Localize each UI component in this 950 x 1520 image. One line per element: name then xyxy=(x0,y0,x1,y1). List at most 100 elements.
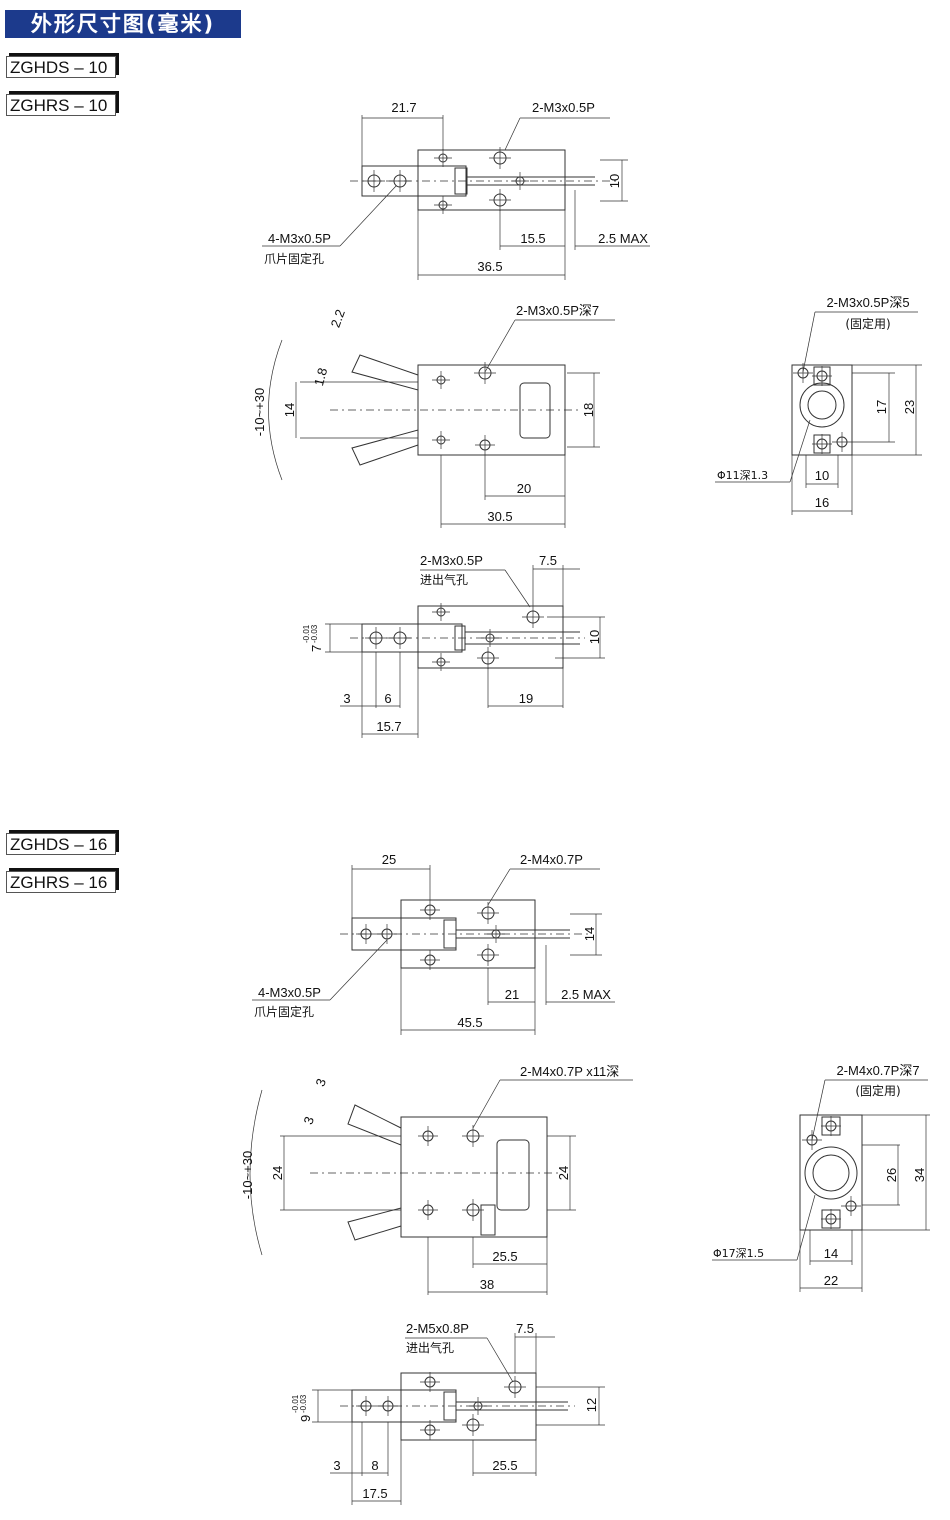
dim-d: 15.7 xyxy=(376,719,401,734)
threaded-hole-icon xyxy=(434,149,452,167)
threaded-hole-icon xyxy=(489,147,511,169)
threaded-hole-icon xyxy=(462,1414,484,1436)
callout-jaw: 4-M3x0.5P xyxy=(268,231,331,246)
dim-jaw: 7 xyxy=(309,645,324,652)
threaded-hole-icon xyxy=(434,196,452,214)
threaded-hole-icon xyxy=(841,1196,861,1216)
callout: 2-M3x0.5P深5 xyxy=(826,295,909,310)
dim-jaw: 25 xyxy=(382,852,396,867)
threaded-hole-icon xyxy=(432,431,450,449)
threaded-hole-icon xyxy=(821,1209,841,1229)
tol-lower: -0.03 xyxy=(310,624,319,643)
top-view-16: 25 2-M4x0.7P 14 21 2.5 MAX 4-M3x0.5P 爪片固… xyxy=(252,852,615,1035)
dim-stroke: 21 xyxy=(505,987,519,1002)
dim-stroke: 15.5 xyxy=(520,231,545,246)
dim-c: 14 xyxy=(824,1246,838,1261)
threaded-hole-icon xyxy=(418,1200,438,1220)
dim-height: 14 xyxy=(582,927,597,941)
callout: 2-M3x0.5P xyxy=(420,553,483,568)
callout-note: (固定用) xyxy=(845,316,890,331)
threaded-hole-icon xyxy=(793,363,813,383)
dim-c: 24 xyxy=(270,1166,285,1180)
dim-height: 10 xyxy=(587,630,602,644)
dim-max: 2.5 MAX xyxy=(598,231,648,246)
threaded-hole-icon xyxy=(432,653,450,671)
model-label-zghds-16: ZGHDS – 16 xyxy=(6,833,116,855)
side-view-16: 2-M4x0.7P深7 (固定用) 26 34 Φ17深1.5 14 22 xyxy=(712,1063,930,1292)
tol-lower: -0.03 xyxy=(299,1394,308,1413)
dim-a: 17 xyxy=(874,400,889,414)
threaded-hole-icon xyxy=(420,900,440,920)
threaded-hole-icon xyxy=(477,944,499,966)
dim-length: 45.5 xyxy=(457,1015,482,1030)
open-view-10: 2.2 2-M3x0.5P深7 1.8 14 -10~+30 18 20 30.… xyxy=(252,303,615,528)
callout-jaw-note: 爪片固定孔 xyxy=(254,1004,314,1019)
threaded-hole-icon xyxy=(812,434,832,454)
callout-note: 进出气孔 xyxy=(420,572,468,587)
dim-max: 2.5 MAX xyxy=(561,987,611,1002)
threaded-hole-icon xyxy=(474,362,496,384)
callout-note: 进出气孔 xyxy=(406,1340,454,1355)
tol-upper: -0.01 xyxy=(302,624,311,643)
model-label-zghrs-16: ZGHRS – 16 xyxy=(6,871,116,893)
holes-layer xyxy=(356,147,861,1440)
dim-c: 25.5 xyxy=(492,1458,517,1473)
dim-c: 14 xyxy=(282,403,297,417)
dim-d: 16 xyxy=(815,495,829,510)
threaded-hole-icon xyxy=(432,371,450,389)
dim-f: 30.5 xyxy=(487,509,512,524)
dim-height: 12 xyxy=(584,1398,599,1412)
threaded-hole-icon xyxy=(477,902,499,924)
callout-ports: 2-M4x0.7P x11深 xyxy=(520,1064,619,1079)
dim-jaw: 21.7 xyxy=(391,100,416,115)
dim-b: 6 xyxy=(384,691,391,706)
callout: 2-M4x0.7P深7 xyxy=(836,1063,919,1078)
dim-c: 10 xyxy=(815,468,829,483)
model-label-zghds-10: ZGHDS – 10 xyxy=(6,56,116,78)
threaded-hole-icon xyxy=(475,435,495,455)
top-view-10: 21.7 2-M3x0.5P 10 15.5 2.5 MAX 4-M3x0.5P… xyxy=(262,100,650,280)
dim-b: 8 xyxy=(371,1458,378,1473)
callout-ports: 2-M3x0.5P深7 xyxy=(516,303,599,318)
callout-bore: Φ17深1.5 xyxy=(713,1247,764,1260)
threaded-hole-icon xyxy=(832,432,852,452)
bottom-view-16: 2-M5x0.8P 进出气孔 7.5 9 -0.01 -0.03 12 3 8 … xyxy=(291,1321,605,1505)
threaded-hole-icon xyxy=(420,1372,440,1392)
page-title: 外形尺寸图(毫米) xyxy=(5,10,241,38)
callout-ports: 2-M4x0.7P xyxy=(520,852,583,867)
dim-d: 17.5 xyxy=(362,1486,387,1501)
dim-b: 34 xyxy=(912,1168,927,1182)
dim-b: 3 xyxy=(300,1114,317,1126)
callout-jaw: 4-M3x0.5P xyxy=(258,985,321,1000)
dim-d: 18 xyxy=(581,403,596,417)
callout-note: (固定用) xyxy=(855,1083,900,1098)
model-label-zghrs-10: ZGHRS – 10 xyxy=(6,94,116,116)
threaded-hole-icon xyxy=(420,1420,440,1440)
dim-a: 3 xyxy=(343,691,350,706)
threaded-hole-icon xyxy=(462,1199,484,1221)
dim-a: 3 xyxy=(333,1458,340,1473)
dim-b: 1.8 xyxy=(311,366,330,387)
callout: 2-M5x0.8P xyxy=(406,1321,469,1336)
dim-a: 3 xyxy=(312,1076,329,1088)
dim-a: 26 xyxy=(884,1168,899,1182)
side-view-10: 2-M3x0.5P深5 (固定用) 17 23 Φ11深1.3 10 16 xyxy=(715,295,922,515)
threaded-hole-icon xyxy=(477,647,499,669)
dim-a: 2.2 xyxy=(328,307,348,329)
dim-e: 25.5 xyxy=(492,1249,517,1264)
tol-upper: -0.01 xyxy=(291,1394,300,1413)
dim-angle: -10~+30 xyxy=(240,1151,255,1199)
threaded-hole-icon xyxy=(504,1376,526,1398)
dim-port: 7.5 xyxy=(516,1321,534,1336)
callout-ports: 2-M3x0.5P xyxy=(532,100,595,115)
dim-d: 24 xyxy=(556,1166,571,1180)
threaded-hole-icon xyxy=(418,1126,438,1146)
dim-port: 7.5 xyxy=(539,553,557,568)
threaded-hole-icon xyxy=(522,606,544,628)
callout-jaw-note: 爪片固定孔 xyxy=(264,251,324,266)
dim-e: 20 xyxy=(517,481,531,496)
bottom-view-10: 2-M3x0.5P 进出气孔 7.5 7 -0.01 -0.03 10 3 6 … xyxy=(302,553,605,738)
dim-d: 22 xyxy=(824,1273,838,1288)
dim-height: 10 xyxy=(607,174,622,188)
